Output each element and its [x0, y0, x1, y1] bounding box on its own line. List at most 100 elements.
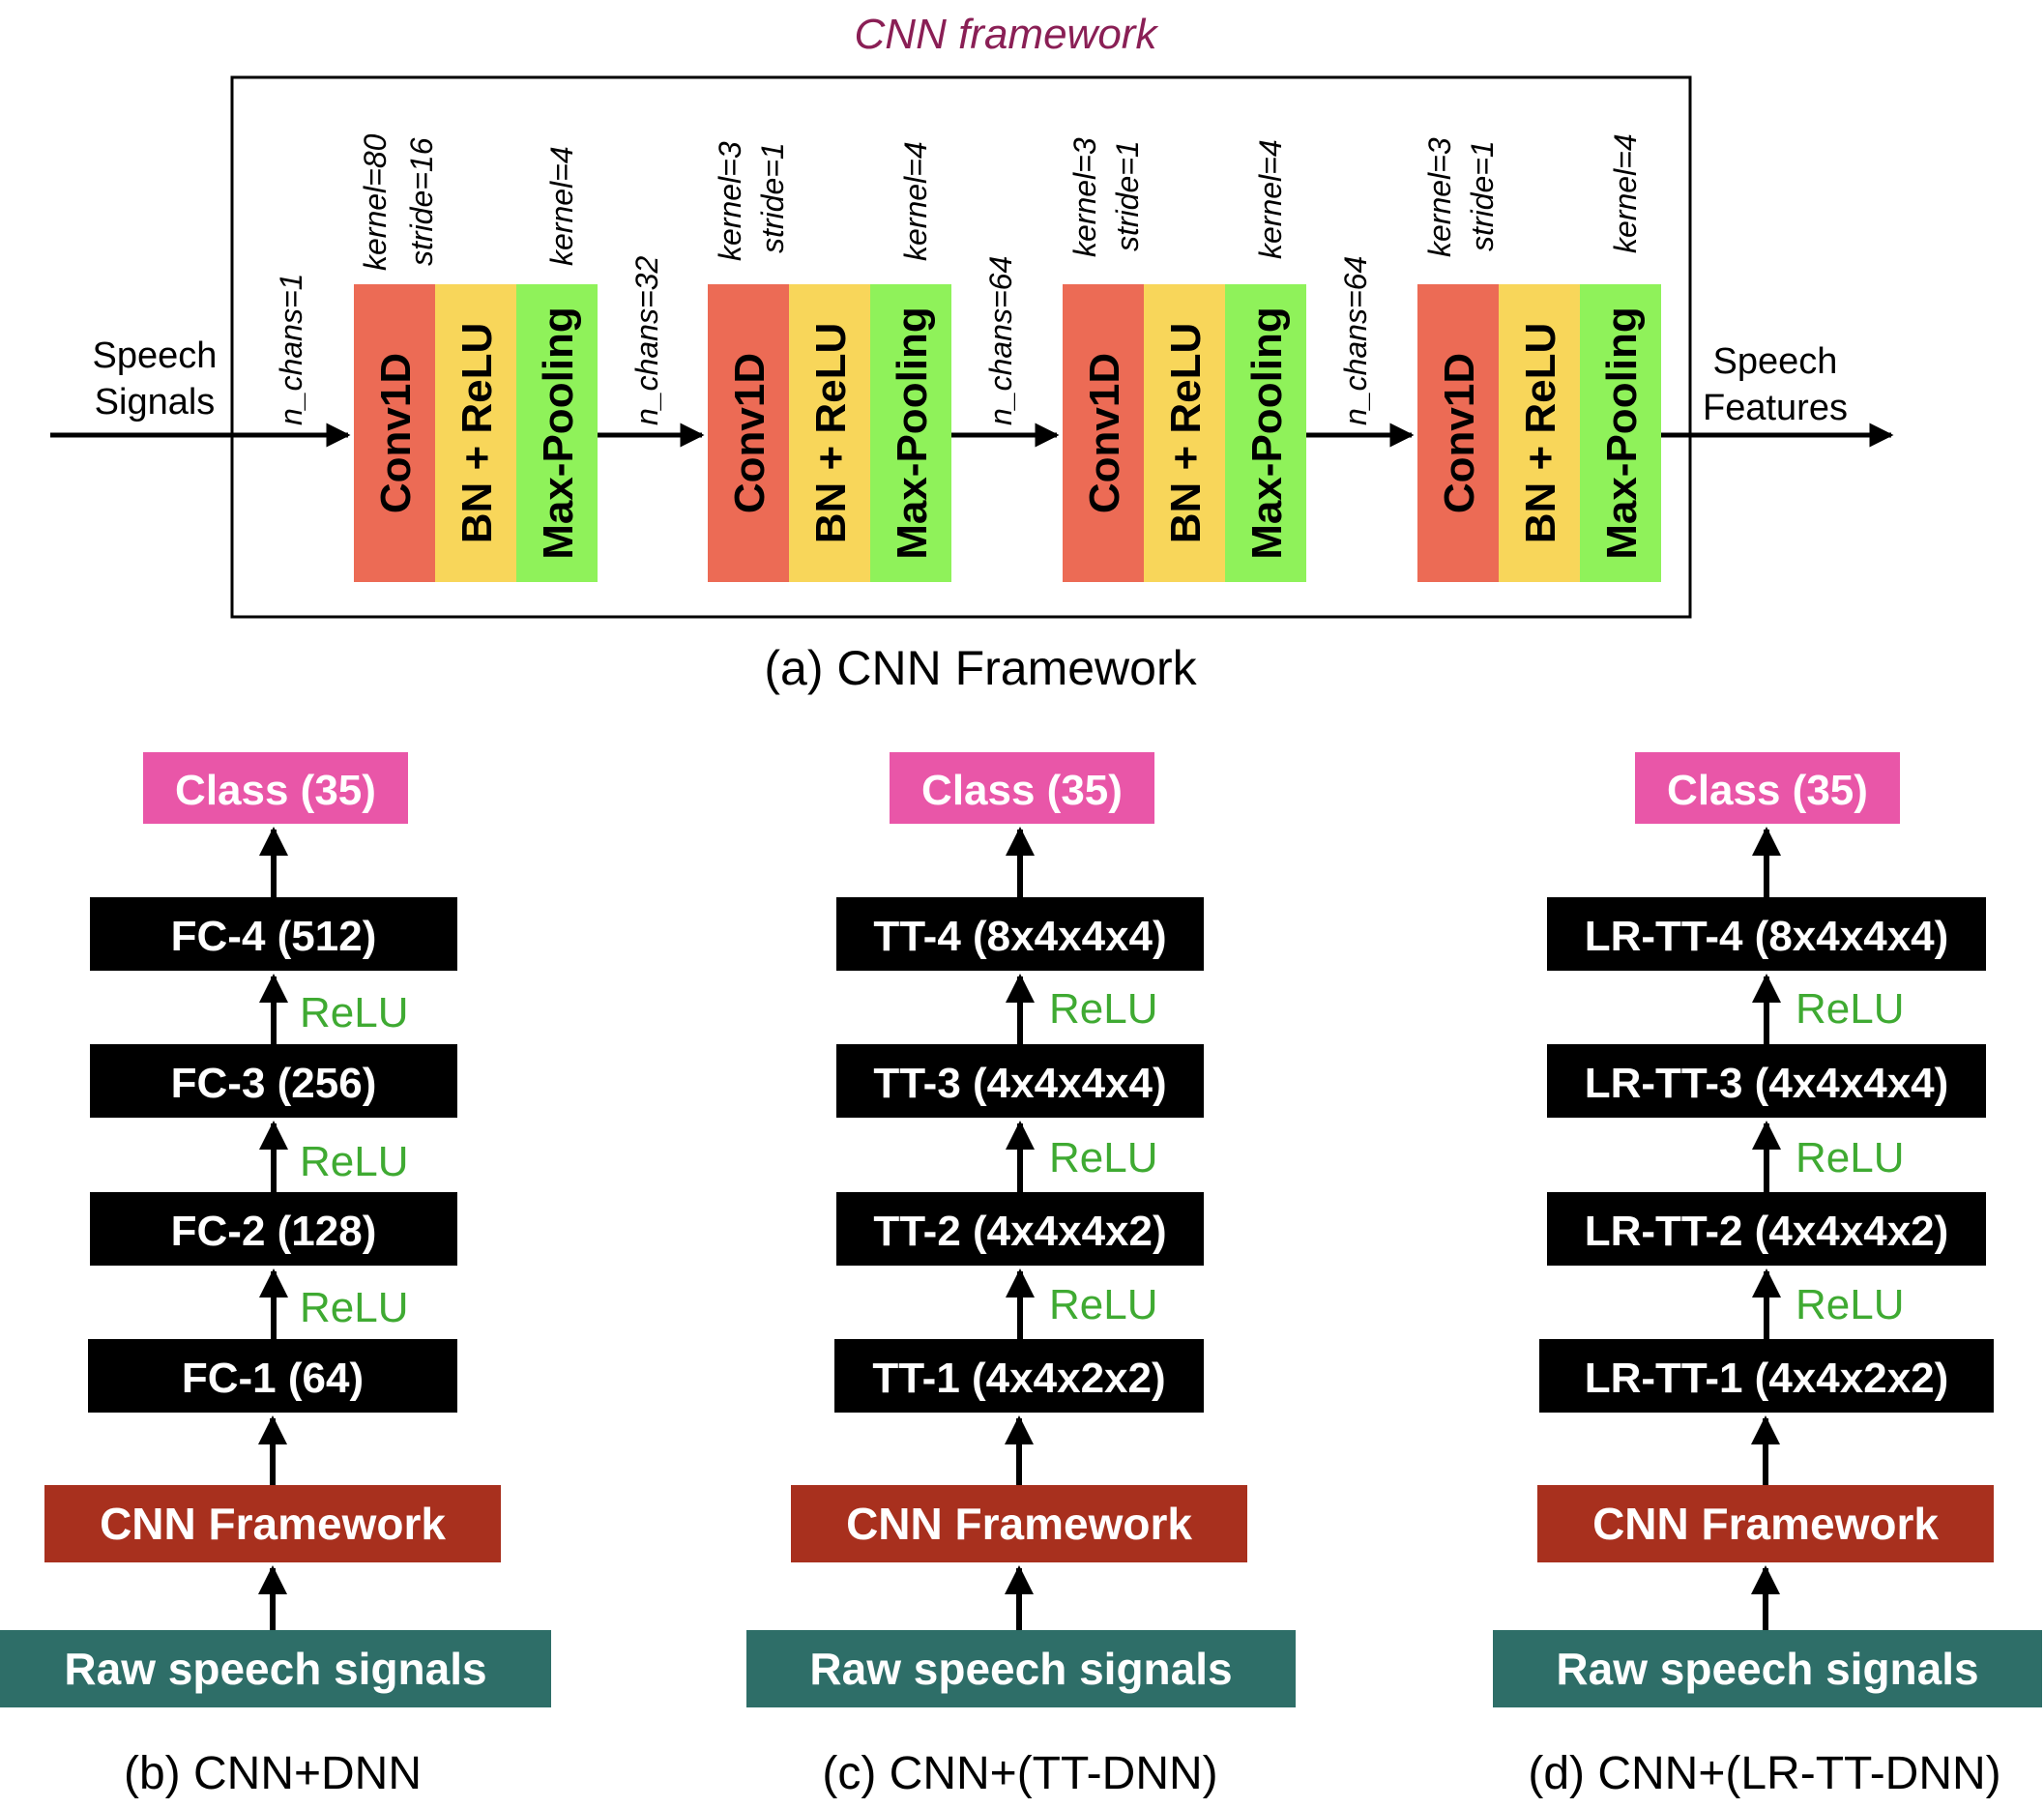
layer-3-label: TT-3 (4x4x4x4) [873, 1060, 1166, 1107]
cnn-title: CNN framework [855, 11, 1159, 58]
class-label: Class (35) [921, 767, 1123, 814]
cnn-input-label-line2: Signals [95, 382, 216, 423]
cnn-framework-label: CNN Framework [846, 1499, 1192, 1549]
class-box [890, 752, 1154, 824]
stage-3-pool-kernel: kernel=4 [1253, 139, 1288, 259]
layer-2-label: LR-TT-2 (4x4x4x2) [1585, 1208, 1949, 1255]
relu-label: ReLU [300, 989, 409, 1036]
conv1d-block [1063, 284, 1144, 582]
stage-4-stride: stride=1 [1465, 140, 1500, 251]
layer-box [88, 1339, 457, 1413]
layer-1-label: TT-1 (4x4x2x2) [872, 1355, 1165, 1402]
raw-speech-box [1493, 1630, 2042, 1707]
stage-4-chans: n_chans=64 [1338, 256, 1373, 425]
bn-relu-block [1144, 284, 1225, 582]
panel-b: Class (35) FC-4 (512) ReLU FC-3 (256) Re… [0, 752, 551, 1799]
layer-box [1539, 1339, 1994, 1413]
max-pooling-label: Max-Pooling [1598, 306, 1646, 560]
layer-box [1547, 897, 1986, 971]
caption-a: (a) CNN Framework [764, 641, 1197, 695]
cnn-input-label-line1: Speech [93, 335, 218, 376]
bn-relu-block [435, 284, 516, 582]
cnn-framework-box [791, 1485, 1247, 1562]
stage-4-kernel: kernel=3 [1422, 137, 1457, 257]
stage-2-pool-kernel: kernel=4 [898, 141, 933, 261]
panel-d: Class (35) LR-TT-4 (8x4x4x4) ReLU LR-TT-… [1493, 752, 2042, 1799]
layer-2-label: TT-2 (4x4x4x2) [873, 1208, 1166, 1255]
conv1d-label: Conv1D [1081, 353, 1128, 513]
relu-label: ReLU [300, 1284, 409, 1331]
cnn-stage-3: n_chans=64 kernel=3 stride=1 kernel=4 Co… [983, 137, 1306, 582]
max-pooling-label: Max-Pooling [889, 306, 936, 560]
max-pooling-block [1580, 284, 1661, 582]
stage-4-pool-kernel: kernel=4 [1608, 133, 1643, 253]
stage-1-chans: n_chans=1 [274, 274, 308, 425]
stage-1-kernel: kernel=80 [358, 133, 393, 271]
bn-relu-block [1499, 284, 1580, 582]
relu-label: ReLU [1049, 1281, 1158, 1328]
bn-relu-label: BN + ReLU [1162, 323, 1210, 544]
stage-2-chans: n_chans=32 [629, 256, 664, 425]
layer-box [90, 1192, 457, 1266]
layer-box [90, 1044, 457, 1118]
relu-label: ReLU [1796, 1134, 1905, 1181]
max-pooling-block [516, 284, 598, 582]
raw-speech-label: Raw speech signals [1556, 1644, 1978, 1694]
layer-4-label: LR-TT-4 (8x4x4x4) [1585, 913, 1949, 960]
relu-label: ReLU [1049, 985, 1158, 1033]
stage-2-kernel: kernel=3 [713, 141, 747, 261]
cnn-framework-box [44, 1485, 501, 1562]
stage-3-stride: stride=1 [1110, 140, 1145, 251]
cnn-output-label-line2: Features [1703, 388, 1848, 428]
layer-4-label: TT-4 (8x4x4x4) [873, 913, 1166, 960]
caption-d: (d) CNN+(LR-TT-DNN) [1528, 1748, 2000, 1799]
stage-3-kernel: kernel=3 [1067, 137, 1102, 257]
class-box [143, 752, 408, 824]
bn-relu-label: BN + ReLU [453, 323, 501, 544]
cnn-output-label-line1: Speech [1713, 341, 1838, 382]
layer-box [836, 897, 1204, 971]
relu-label: ReLU [1796, 1281, 1905, 1328]
cnn-framework-box [1537, 1485, 1994, 1562]
cnn-frame [230, 75, 1692, 619]
layer-box [836, 1192, 1204, 1266]
raw-speech-label: Raw speech signals [64, 1644, 486, 1694]
cnn-stage-2: n_chans=32 kernel=3 stride=1 kernel=4 Co… [629, 141, 951, 582]
conv1d-block [354, 284, 435, 582]
cnn-stage-4: n_chans=64 kernel=3 stride=1 kernel=4 Co… [1338, 133, 1661, 582]
bn-relu-label: BN + ReLU [807, 323, 855, 544]
raw-speech-box [746, 1630, 1296, 1707]
layer-box [836, 1044, 1204, 1118]
conv1d-label: Conv1D [1436, 353, 1483, 513]
cnn-stage-1: n_chans=1 kernel=80 stride=16 kernel=4 C… [274, 133, 598, 582]
relu-label: ReLU [300, 1138, 409, 1185]
raw-speech-label: Raw speech signals [809, 1644, 1232, 1694]
layer-4-label: FC-4 (512) [171, 913, 377, 960]
stage-1-stride: stride=16 [404, 137, 439, 266]
layer-1-label: LR-TT-1 (4x4x2x2) [1585, 1355, 1949, 1402]
conv1d-label: Conv1D [372, 353, 420, 513]
stage-2-stride: stride=1 [755, 142, 790, 253]
bn-relu-label: BN + ReLU [1517, 323, 1564, 544]
stage-3-chans: n_chans=64 [983, 256, 1018, 425]
cnn-framework-label: CNN Framework [100, 1499, 446, 1549]
stage-1-pool-kernel: kernel=4 [544, 146, 579, 266]
conv1d-block [1417, 284, 1499, 582]
layer-3-label: LR-TT-3 (4x4x4x4) [1585, 1060, 1949, 1107]
layer-box [1547, 1192, 1986, 1266]
caption-c: (c) CNN+(TT-DNN) [822, 1748, 1217, 1799]
layer-1-label: FC-1 (64) [182, 1355, 364, 1402]
class-label: Class (35) [175, 767, 376, 814]
max-pooling-label: Max-Pooling [1243, 306, 1291, 560]
conv1d-block [708, 284, 789, 582]
relu-label: ReLU [1049, 1134, 1158, 1181]
layer-2-label: FC-2 (128) [171, 1208, 377, 1255]
caption-b: (b) CNN+DNN [124, 1748, 422, 1799]
panel-c: Class (35) TT-4 (8x4x4x4) ReLU TT-3 (4x4… [746, 752, 1296, 1799]
bn-relu-block [789, 284, 870, 582]
class-label: Class (35) [1667, 767, 1868, 814]
raw-speech-box [0, 1630, 551, 1707]
relu-label: ReLU [1796, 985, 1905, 1033]
layer-box [1547, 1044, 1986, 1118]
